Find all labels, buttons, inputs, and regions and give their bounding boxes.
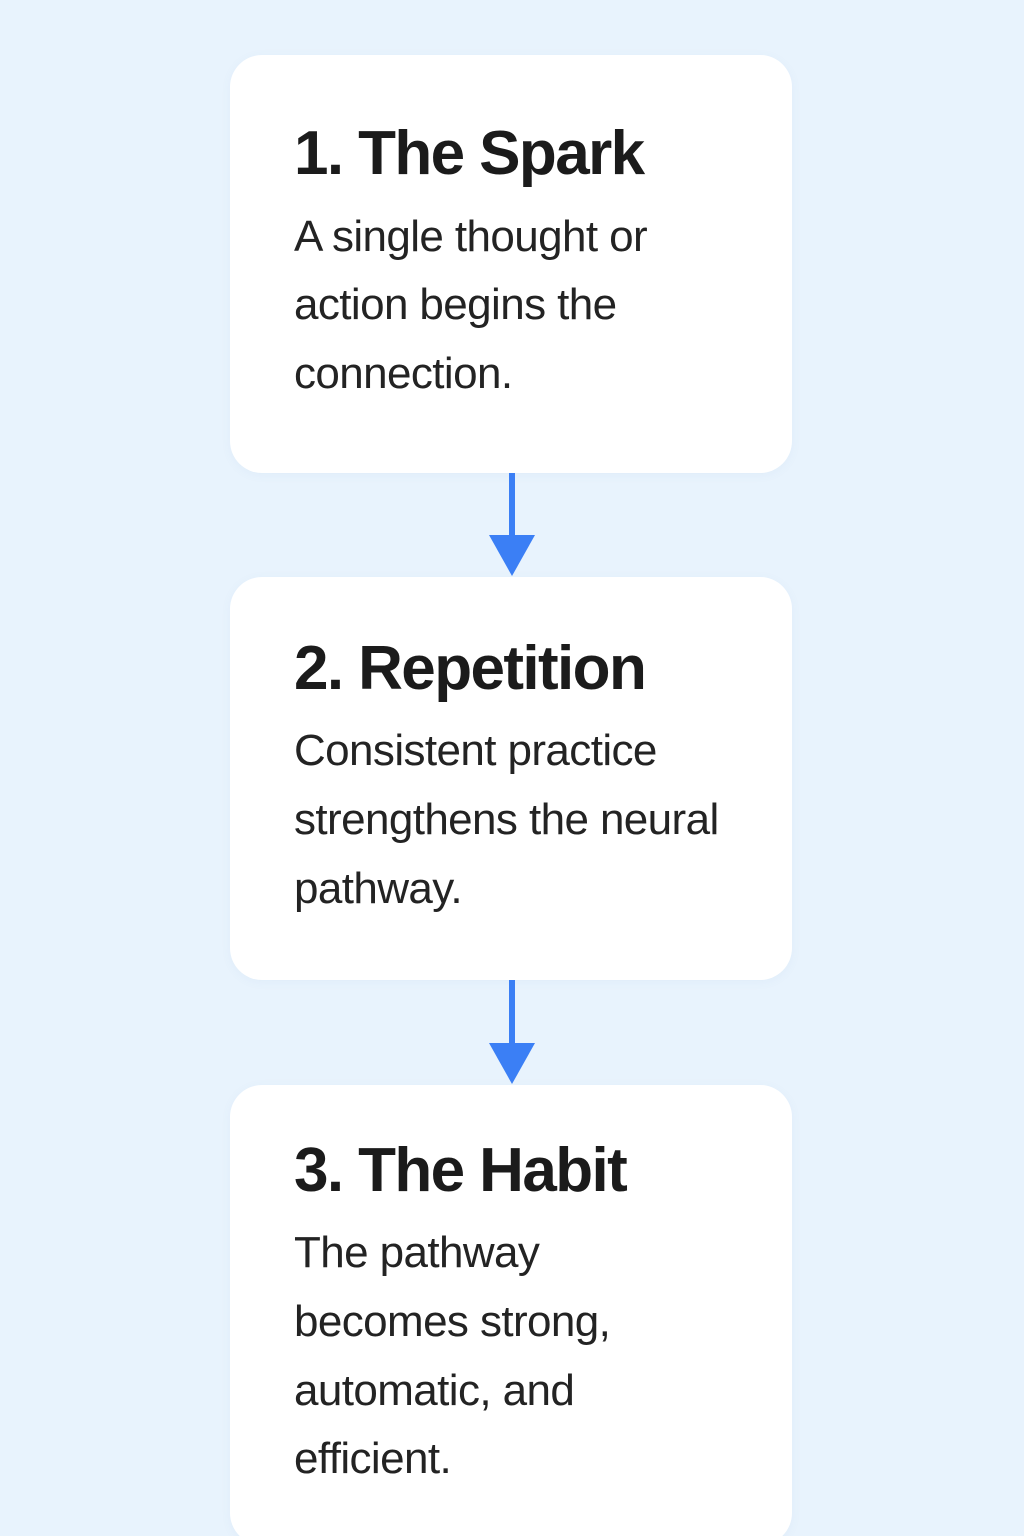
flow-step-title-2: 2. Repetition	[294, 633, 647, 703]
flow-step-description-1: A single thought or action begins the co…	[294, 211, 648, 399]
flow-step-description-2: Consistent practice strengthens the neur…	[294, 726, 719, 913]
flow-step-title-3: 3. The Habit	[294, 1136, 628, 1206]
flow-step-description-3: The pathway becomes strong, automatic, a…	[294, 1228, 611, 1484]
arrow-down-icon	[489, 980, 535, 1084]
flow-step-card-3[interactable]: 3. The Habit The pathway becomes strong,…	[230, 1085, 792, 1536]
flow-step-card-1[interactable]: 1. The Spark A single thought or action …	[230, 55, 792, 473]
flow-step-card-2[interactable]: 2. Repetition Consistent practice streng…	[230, 577, 792, 980]
flow-connector-1	[0, 473, 1024, 577]
flow-connector-2	[0, 980, 1024, 1085]
arrow-down-icon	[489, 473, 535, 576]
flow-step-title-1: 1. The Spark	[294, 119, 645, 189]
